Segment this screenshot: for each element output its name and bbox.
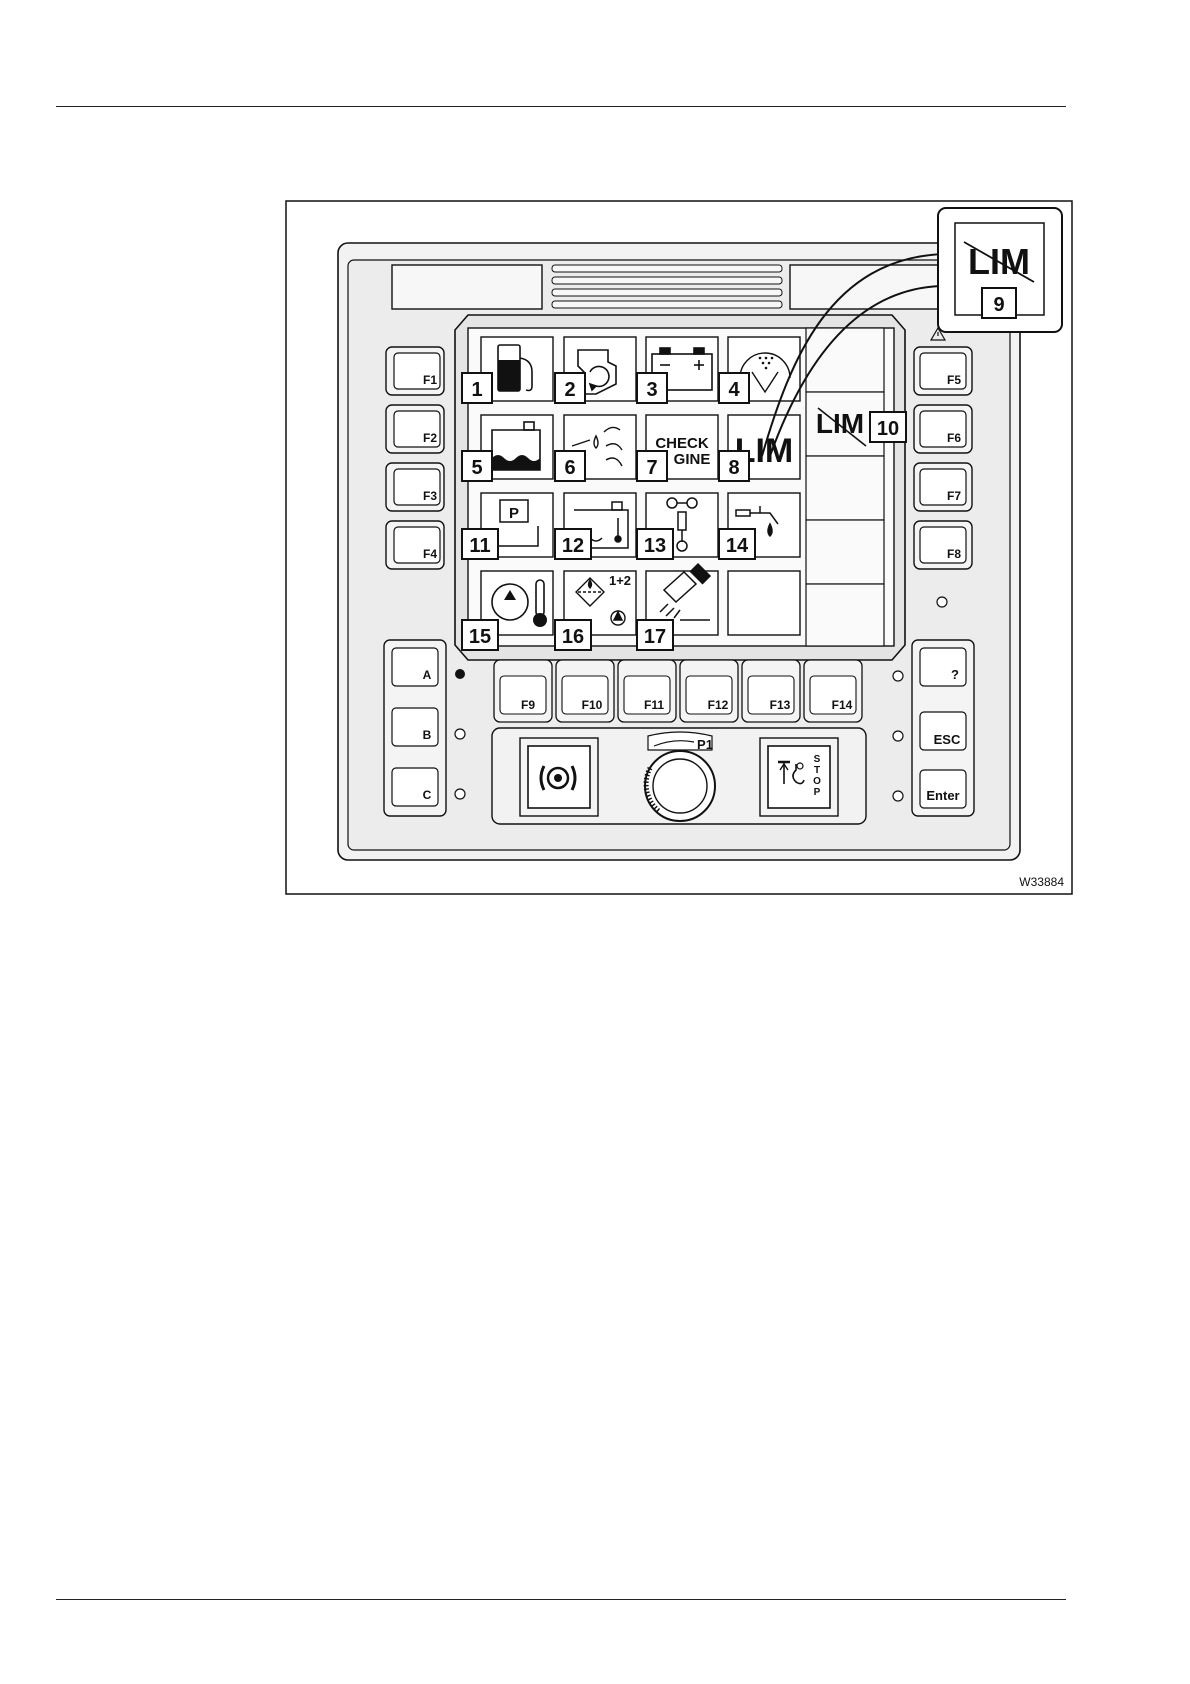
key-help[interactable]: ? [951,667,959,682]
key-f4[interactable]: F4 [423,547,437,561]
check-engine-line2: GINE [674,451,711,468]
callout-14: 14 [726,535,749,557]
key-b[interactable]: B [423,728,432,742]
figure-id-code: W33884 [1019,875,1064,889]
callout-13: 13 [644,535,666,557]
callout-8: 8 [728,457,739,479]
key-c[interactable]: C [423,788,432,802]
p1-rotary-knob[interactable]: P1 [645,732,715,821]
key-esc[interactable]: ESC [934,732,961,747]
callout-1: 1 [471,379,482,401]
key-f13[interactable]: F13 [770,698,791,712]
stop-button[interactable] [760,738,838,816]
callout-4: 4 [728,379,740,401]
callout-3: 3 [646,379,657,401]
led-c [455,789,465,799]
callout-12: 12 [562,535,584,557]
key-f11[interactable]: F11 [644,698,664,712]
key-f9[interactable]: F9 [521,698,535,712]
horn-button[interactable] [520,738,598,816]
callout-17: 17 [644,626,666,648]
callout-5: 5 [471,457,482,479]
stop-letters: S T O P [813,754,821,798]
svg-text:1+2: 1+2 [609,573,631,588]
callout-7: 7 [646,457,657,479]
screen-right-column [806,328,884,646]
led-esc [893,731,903,741]
key-f14[interactable]: F14 [832,698,853,712]
stop-letter-s: S [814,754,821,765]
callout-11: 11 [469,535,490,557]
label-slot-left [392,265,542,309]
callout-9: 9 [993,294,1004,316]
key-a[interactable]: A [423,668,432,682]
key-f10[interactable]: F10 [582,698,603,712]
key-f8[interactable]: F8 [947,547,961,561]
label-slot-right [790,265,940,309]
led-enter [893,791,903,801]
abc-key-group [384,640,446,816]
led-a [455,669,465,679]
indicator-led-right-top [937,597,947,607]
callout-15: 15 [469,626,491,648]
svg-text:P: P [509,505,519,522]
stop-letter-p: P [814,787,821,798]
key-f12[interactable]: F12 [708,698,729,712]
key-f5[interactable]: F5 [947,373,961,387]
callout-16: 16 [562,626,584,648]
stop-letter-t: T [814,765,820,776]
knob-label-p1: P1 [697,737,713,752]
callout-6: 6 [564,457,575,479]
callout-10: 10 [877,418,899,440]
key-f3[interactable]: F3 [423,489,437,503]
check-engine-line1: CHECK [655,435,709,452]
key-f7[interactable]: F7 [947,489,961,503]
led-b [455,729,465,739]
key-f1[interactable]: F1 [423,373,437,387]
led-help [893,671,903,681]
key-f6[interactable]: F6 [947,431,961,445]
lim-zoom-callout-9: LIM 9 [938,208,1062,332]
key-f2[interactable]: F2 [423,431,437,445]
callout-2: 2 [564,379,575,401]
stop-letter-o: O [813,776,821,787]
key-enter[interactable]: Enter [926,788,959,803]
